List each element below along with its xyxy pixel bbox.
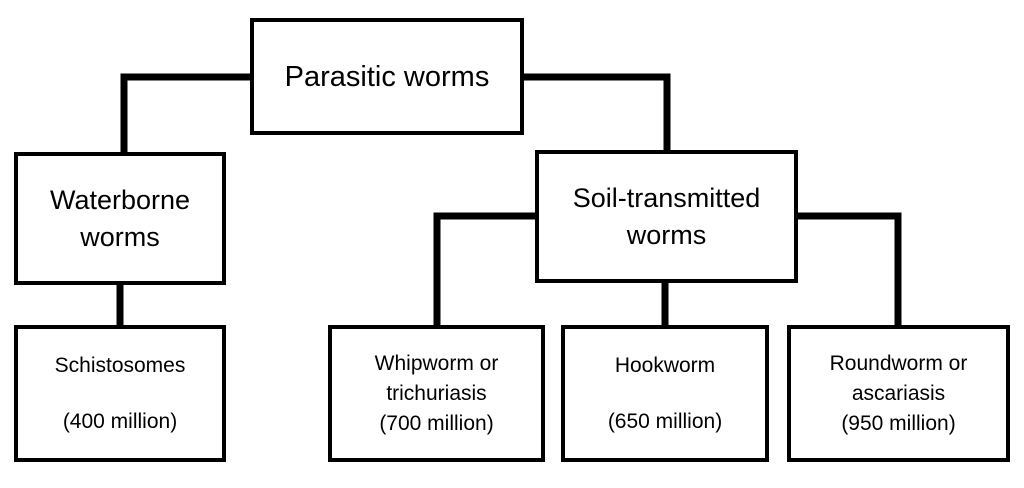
connector-soil-to-whipworm [433, 212, 537, 327]
connector-root-to-soil [524, 73, 671, 152]
node-parasitic-worms: Parasitic worms [250, 18, 524, 135]
node-label-line-2: trichuriasis [386, 381, 487, 405]
node-label: Hookworm [614, 353, 716, 377]
connector-root-to-waterborne [120, 73, 250, 154]
node-prevalence-count: (400 million) [62, 409, 178, 433]
node-roundworm: Roundworm or ascariasis (950 million) [787, 325, 1010, 462]
connector-soil-to-roundworm [796, 212, 902, 327]
node-prevalence-count: (950 million) [841, 411, 956, 435]
node-soil-transmitted-worms: Soil-transmitted worms [535, 150, 798, 283]
node-schistosomes: Schistosomes (400 million) [14, 325, 226, 462]
node-prevalence-count: (700 million) [379, 411, 494, 435]
node-label-line-2: worms [80, 221, 160, 252]
node-label: Schistosomes [54, 353, 186, 377]
node-label-line-1: Soil-transmitted [572, 182, 761, 213]
node-label-line-1: Whipworm or [374, 351, 499, 375]
node-prevalence-count: (650 million) [607, 409, 723, 433]
node-label-line-2: ascariasis [851, 381, 946, 405]
node-whipworm: Whipworm or trichuriasis (700 million) [328, 325, 545, 462]
node-label-line-2: worms [626, 219, 707, 250]
node-label-line-1: Waterborne [49, 184, 191, 215]
node-label-line-1: Roundworm or [829, 351, 968, 375]
node-hookworm: Hookworm (650 million) [561, 325, 769, 462]
node-label: Parasitic worms [284, 60, 490, 93]
node-waterborne-worms: Waterborne worms [14, 152, 226, 285]
